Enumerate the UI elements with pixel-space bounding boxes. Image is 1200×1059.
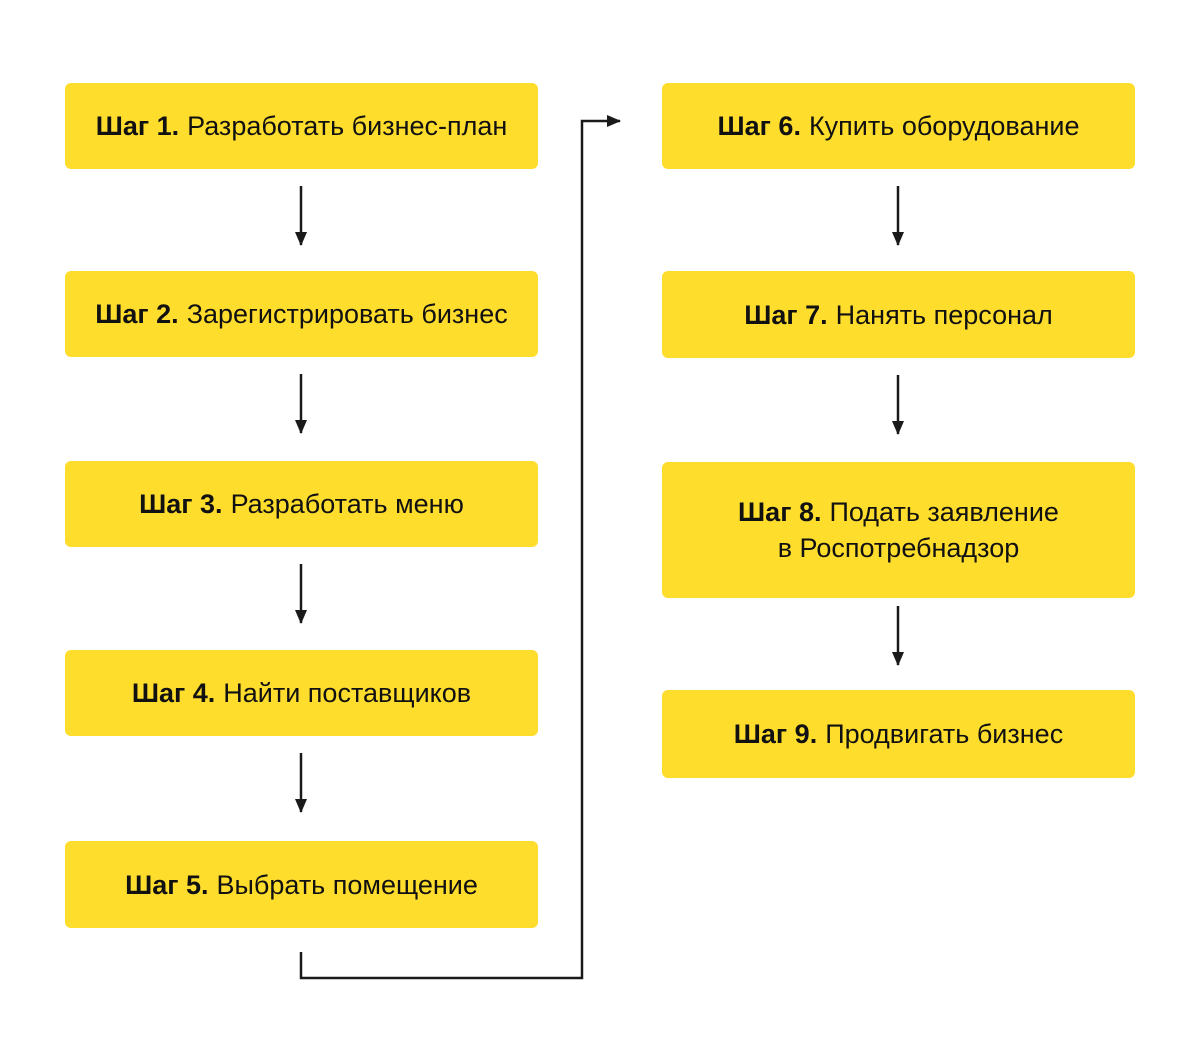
step-box-3: Шаг 3.Разработать меню: [65, 461, 538, 547]
step-number: Шаг 9.: [733, 719, 818, 749]
step-number: Шаг 3.: [139, 489, 223, 519]
step-box-8: Шаг 8.Подать заявление в Роспотребнадзор: [662, 462, 1135, 598]
step-text: Найти поставщиков: [223, 678, 472, 708]
step-text: Выбрать помещение: [216, 869, 478, 900]
step-text: Нанять персонал: [835, 299, 1053, 330]
step-text: Зарегистрировать бизнес: [186, 299, 508, 329]
step-box-6: Шаг 6.Купить оборудование: [662, 83, 1135, 169]
step-number: Шаг 6.: [717, 111, 801, 141]
step-number: Шаг 5.: [125, 869, 209, 900]
step-line: Шаг 4.Найти поставщиков: [132, 675, 471, 711]
step-line-2: в Роспотребнадзор: [778, 530, 1020, 566]
step-line: Шаг 7.Нанять персонал: [744, 297, 1053, 333]
step-box-5: Шаг 5.Выбрать помещение: [65, 841, 538, 928]
step-number: Шаг 8.: [738, 497, 822, 527]
step-box-9: Шаг 9.Продвигать бизнес: [662, 690, 1135, 778]
step-box-7: Шаг 7.Нанять персонал: [662, 271, 1135, 358]
step-text: Подать заявление: [829, 497, 1059, 527]
step-box-2: Шаг 2.Зарегистрировать бизнес: [65, 271, 538, 357]
step-text: Купить оборудование: [808, 111, 1080, 141]
step-number: Шаг 1.: [95, 111, 180, 141]
step-line: Шаг 5.Выбрать помещение: [125, 867, 478, 903]
step-text-line2: в Роспотребнадзор: [777, 533, 1020, 563]
step-number: Шаг 2.: [95, 299, 179, 329]
step-line: Шаг 9.Продвигать бизнес: [734, 716, 1063, 752]
step-text: Разработать бизнес-план: [187, 111, 508, 141]
step-text: Разработать меню: [230, 489, 464, 519]
step-number: Шаг 7.: [744, 299, 828, 330]
step-line: Шаг 6.Купить оборудование: [718, 108, 1080, 144]
step-line: Шаг 8.Подать заявление: [738, 494, 1059, 530]
step-line: Шаг 2.Зарегистрировать бизнес: [95, 296, 507, 332]
step-box-1: Шаг 1.Разработать бизнес-план: [65, 83, 538, 169]
step-number: Шаг 4.: [131, 678, 216, 708]
step-line: Шаг 1.Разработать бизнес-план: [96, 108, 508, 144]
step-box-4: Шаг 4.Найти поставщиков: [65, 650, 538, 736]
step-line: Шаг 3.Разработать меню: [139, 486, 464, 522]
step-text: Продвигать бизнес: [825, 719, 1064, 749]
